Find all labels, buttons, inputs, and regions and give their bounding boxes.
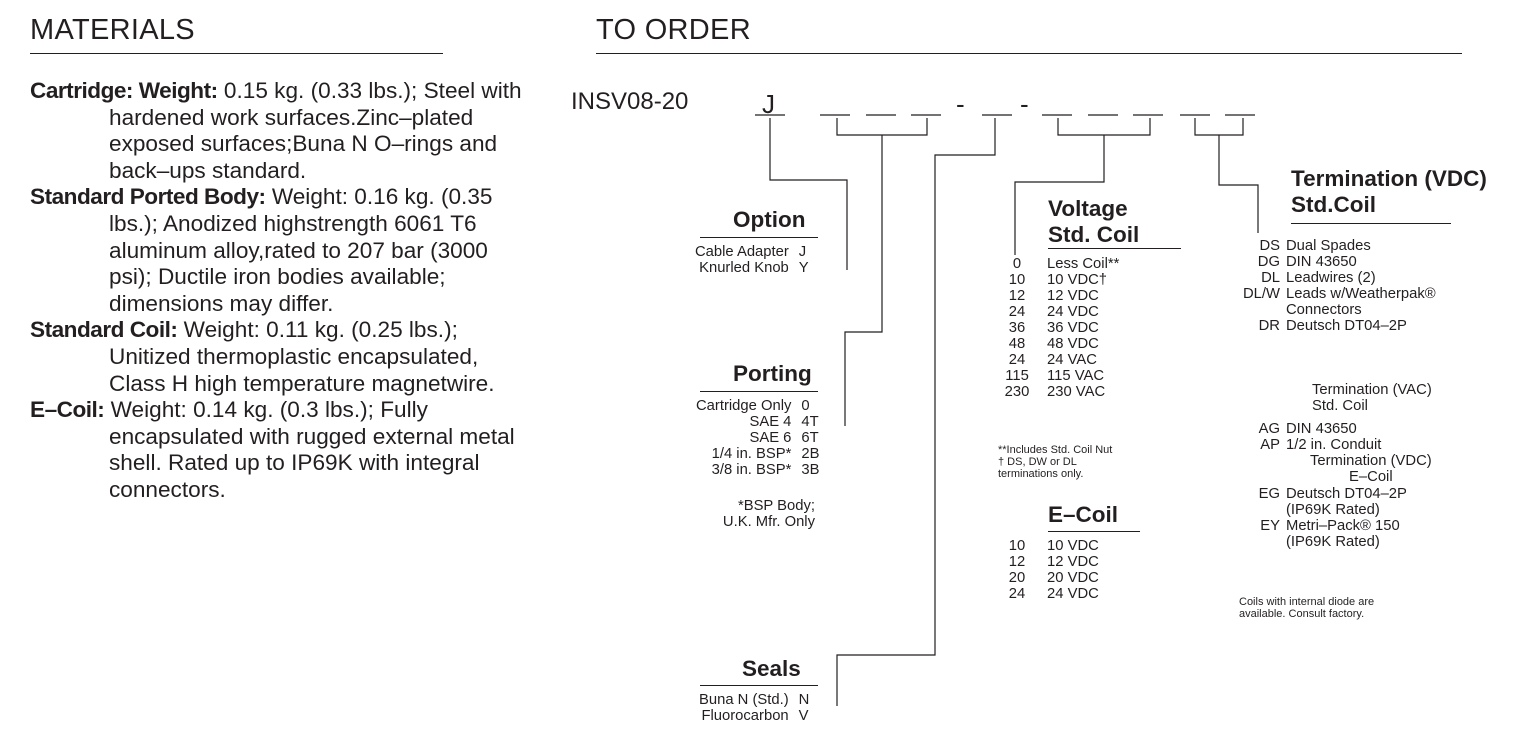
connector-porting [844, 135, 883, 426]
materials-list: Cartridge: Weight: 0.15 kg. (0.33 lbs.);… [30, 78, 535, 504]
connector-termination [1218, 135, 1259, 233]
termination-vdc-ecoil-title: Termination (VDC) E–Coil [1310, 453, 1432, 485]
model-number: INSV08-20 [571, 88, 689, 115]
bracket-voltage [1057, 118, 1151, 136]
code-dash-1: - [956, 89, 965, 119]
order-rule [596, 53, 1462, 54]
termination-title: Termination (VDC) Std.Coil [1291, 166, 1487, 217]
connector-seals [836, 118, 996, 706]
table-row: Buna N (Std.)N [699, 692, 810, 708]
code-dash-2: - [1020, 89, 1029, 119]
voltage-note: **Includes Std. Coil Nut † DS, DW or DL … [998, 444, 1113, 480]
code-prefix: J [762, 89, 775, 119]
table-row: (IP69K Rated) [1286, 502, 1380, 518]
termination-rule [1291, 223, 1451, 224]
voltage-title: Voltage Std. Coil [1048, 196, 1140, 247]
table-row: 3/8 in. BSP*3B [711, 462, 820, 478]
table-row: (IP69K Rated) [1286, 534, 1380, 550]
termination-vac-title: Termination (VAC) Std. Coil [1312, 382, 1432, 414]
table-row: Connectors [1286, 302, 1362, 318]
bracket-termination [1194, 118, 1244, 136]
porting-rule [700, 391, 818, 392]
connector-option [769, 118, 848, 270]
ecoil-rule [1048, 531, 1140, 532]
option-rule [700, 237, 818, 238]
termination-note: Coils with internal diode are available.… [1239, 596, 1375, 620]
material-body: Standard Ported Body: Weight: 0.16 kg. (… [30, 184, 493, 316]
porting-note: *BSP Body; U.K. Mfr. Only [722, 498, 815, 530]
material-ecoil: E–Coil: Weight: 0.14 kg. (0.3 lbs.); Ful… [30, 397, 515, 502]
materials-title: MATERIALS [30, 14, 195, 46]
connector-voltage [1014, 135, 1105, 255]
table-row: 1/4 in. BSP*2B [711, 446, 820, 462]
bracket-porting [836, 118, 928, 136]
order-title: TO ORDER [596, 14, 751, 46]
ecoil-title: E–Coil [1048, 502, 1119, 527]
porting-title: Porting [733, 361, 812, 386]
seals-rule [700, 685, 818, 686]
option-title: Option [733, 207, 806, 232]
material-coil: Standard Coil: Weight: 0.11 kg. (0.25 lb… [30, 317, 495, 396]
materials-rule [30, 53, 443, 54]
material-cartridge: Cartridge: Weight: 0.15 kg. (0.33 lbs.);… [30, 78, 522, 183]
voltage-rule [1048, 248, 1181, 249]
seals-title: Seals [742, 656, 801, 681]
